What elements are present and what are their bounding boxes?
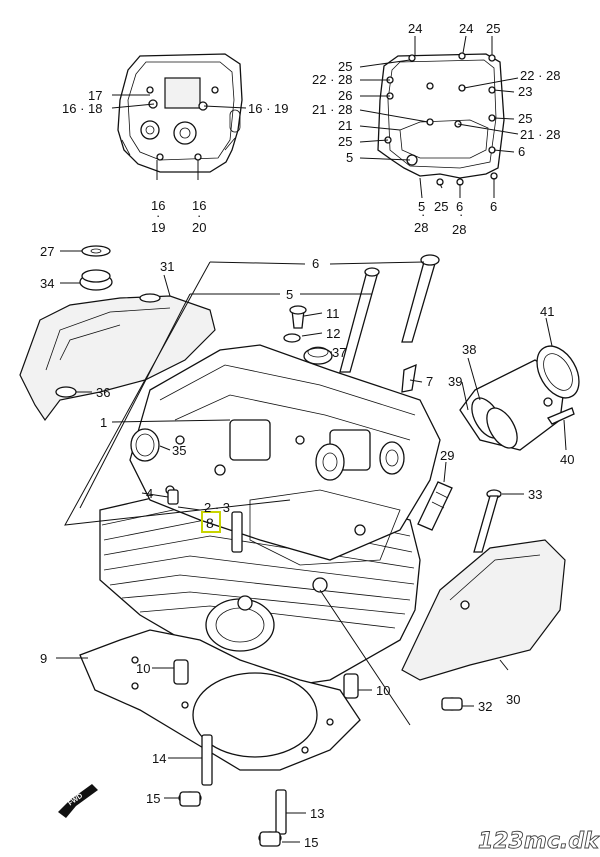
label-10a: 10 xyxy=(136,661,150,676)
label-24a: 24 xyxy=(408,21,422,36)
label-25e: 25 xyxy=(434,199,448,214)
label-2-3: 2 · 3 xyxy=(204,500,230,515)
watermark: 123mc.dk xyxy=(478,829,600,854)
label-22-28b: 22 · 28 xyxy=(520,68,560,83)
label-19a: 19 xyxy=(151,220,165,235)
label-7: 7 xyxy=(426,374,433,389)
label-36: 36 xyxy=(96,385,110,400)
label-8: 8 xyxy=(206,515,214,531)
label-20: 20 xyxy=(192,220,206,235)
label-16-19-top: 16 · 19 xyxy=(248,101,288,116)
dot-c: · xyxy=(421,207,425,222)
side-cover xyxy=(401,539,566,681)
fwd-arrow-icon: FWD xyxy=(58,784,98,818)
label-38: 38 xyxy=(462,342,476,357)
label-21-28b: 21 · 28 xyxy=(520,127,560,142)
label-26: 26 xyxy=(338,88,352,103)
label-37: 37 xyxy=(332,345,346,360)
dot-a: · xyxy=(156,208,160,223)
label-40: 40 xyxy=(560,452,574,467)
dot-d: · xyxy=(459,207,463,222)
cylinder-head-main xyxy=(99,344,441,691)
label-16-18: 16 · 18 xyxy=(62,101,102,116)
label-5b: 5 xyxy=(418,199,425,214)
label-9: 9 xyxy=(40,651,47,666)
label-28b: 28 xyxy=(452,222,466,237)
head-cover-plate xyxy=(377,52,505,186)
label-5a: 5 xyxy=(346,150,353,165)
label-4: 4 xyxy=(146,486,153,501)
label-25c: 25 xyxy=(518,111,532,126)
label-24b: 24 xyxy=(459,21,473,36)
label-21: 21 xyxy=(338,118,352,133)
label-28a: 28 xyxy=(414,220,428,235)
label-25d: 25 xyxy=(338,134,352,149)
head-top-view xyxy=(117,53,243,173)
label-5c: 5 xyxy=(286,287,293,302)
label-11: 11 xyxy=(326,306,340,321)
label-12: 12 xyxy=(326,326,340,341)
label-34: 34 xyxy=(40,276,54,291)
highlight-box-8 xyxy=(201,511,221,533)
label-16a: 16 xyxy=(151,198,165,213)
label-41: 41 xyxy=(540,304,554,319)
label-29: 29 xyxy=(440,448,454,463)
label-17: 17 xyxy=(88,88,102,103)
label-25a: 25 xyxy=(486,21,500,36)
label-21-28a: 21 · 28 xyxy=(312,102,352,117)
label-6b: 6 xyxy=(456,199,463,214)
label-15b: 15 xyxy=(304,835,318,850)
label-6d: 6 xyxy=(312,256,319,271)
label-6a: 6 xyxy=(518,144,525,159)
label-13: 13 xyxy=(310,806,324,821)
label-25b: 25 xyxy=(338,59,352,74)
label-23: 23 xyxy=(518,84,532,99)
label-32: 32 xyxy=(478,699,492,714)
dot-b: · xyxy=(197,208,201,223)
label-30: 30 xyxy=(506,692,520,707)
label-33: 33 xyxy=(528,487,542,502)
intake-pipe xyxy=(459,345,580,451)
label-15a: 15 xyxy=(146,791,160,806)
head-gasket xyxy=(79,629,361,771)
label-14: 14 xyxy=(152,751,166,766)
leader-lines xyxy=(56,35,567,843)
label-6c: 6 xyxy=(490,199,497,214)
label-39: 39 xyxy=(448,374,462,389)
label-22-28a: 22 · 28 xyxy=(312,72,352,87)
label-1: 1 xyxy=(100,415,107,430)
label-16b: 16 xyxy=(192,198,206,213)
small-parts xyxy=(55,245,575,847)
label-35: 35 xyxy=(172,443,186,458)
part-labels: 17 16 · 18 16 · 19 16 · 19 16 · 20 24 24… xyxy=(40,21,574,850)
label-27: 27 xyxy=(40,244,54,259)
label-10b: 10 xyxy=(376,683,390,698)
label-31: 31 xyxy=(160,259,174,274)
